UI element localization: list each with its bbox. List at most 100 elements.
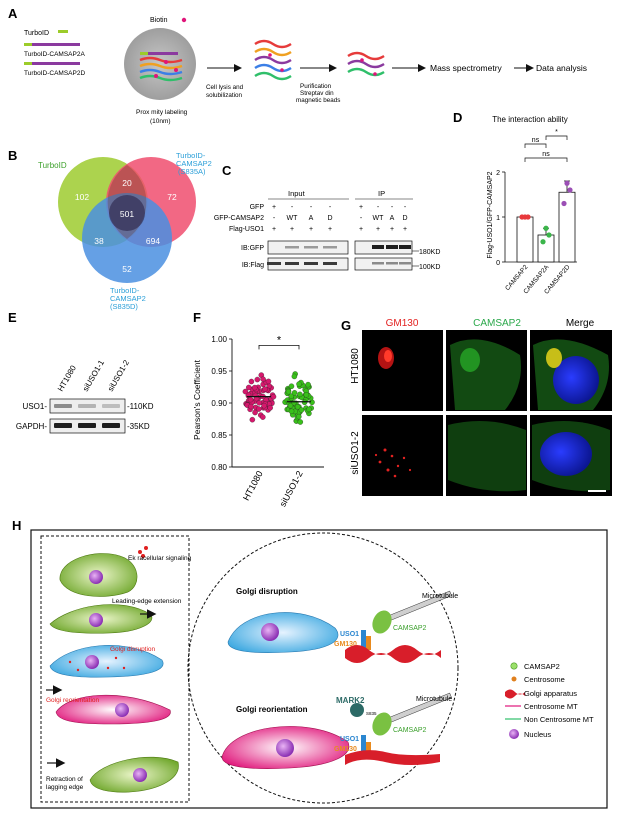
chart-f-point bbox=[298, 407, 305, 413]
puri-label-2: Streptav din bbox=[300, 90, 334, 97]
chart-f-point bbox=[287, 402, 294, 409]
legend-camsap2: CAMSAP2 bbox=[524, 662, 560, 671]
chart-f-point bbox=[253, 395, 260, 402]
row-gapdh: GAPDH- bbox=[16, 422, 47, 431]
chart-d-ylabel: Flag-USO1/GFP-CAMSAP2 bbox=[487, 171, 494, 258]
c2d-bar bbox=[32, 62, 80, 65]
chart-d-sig-bracket bbox=[545, 135, 568, 140]
chart-f-point bbox=[285, 388, 292, 395]
chart-f-xtick-label: siUSO1-2 bbox=[278, 469, 305, 508]
venn-label-s835a-1: TurboID- bbox=[176, 151, 206, 160]
mechanism-top: Microtubule CAMSAP2 USO1 GM130 bbox=[334, 590, 458, 663]
purified-lines bbox=[347, 51, 385, 77]
panel-e: E HT1080 siUSO1-1 siUSO1-2 USO1- GAPDH- … bbox=[8, 310, 154, 434]
prox-label-2: (10nm) bbox=[150, 118, 171, 125]
sign-row2_vals-2: A bbox=[309, 215, 314, 222]
legend-nucleus-icon bbox=[509, 729, 519, 739]
panel-b: B TurboID TurboID- CAMSAP2 (S835A) Turbo… bbox=[8, 148, 212, 311]
chart-d-bar bbox=[516, 216, 534, 263]
ip-header: IP bbox=[378, 189, 385, 198]
chart-d-point bbox=[564, 180, 570, 186]
ib-gfp: IB:GFP bbox=[241, 245, 264, 252]
chart-f-point bbox=[260, 376, 266, 382]
chart-d-ytick-label: 1 bbox=[496, 215, 500, 222]
lane-siuso1-1: siUSO1-1 bbox=[81, 358, 106, 393]
panel-f: F Pearson's Coefficient 0.800.850.900.95… bbox=[192, 310, 324, 508]
chart-f-point bbox=[256, 400, 263, 406]
kd-100: 100KD bbox=[419, 264, 440, 271]
chart-f-point bbox=[254, 376, 261, 383]
chart-f-point bbox=[305, 381, 311, 388]
golgi-reorientation-label: Golgi reorientation bbox=[46, 697, 99, 704]
legend: CAMSAP2 Centrosome Golgi apparatus Centr… bbox=[505, 662, 594, 739]
venn-count-abc: 501 bbox=[120, 209, 134, 219]
band-ip-flag-0 bbox=[372, 262, 384, 265]
golgi-disruption-label: Golgi disruption bbox=[110, 646, 156, 653]
sign-row2_vals-4: - bbox=[360, 215, 363, 222]
chart-d-point bbox=[543, 225, 549, 231]
retraction-label-1: Retraction of bbox=[46, 776, 83, 783]
chart-f-point bbox=[242, 388, 249, 395]
chart-f-point bbox=[297, 391, 303, 398]
venn-count-c: 52 bbox=[122, 264, 132, 274]
chart-d-point bbox=[525, 214, 531, 220]
center-cell-1 bbox=[227, 612, 339, 653]
band-ip-gfp-2 bbox=[399, 245, 411, 249]
sign-row1_vals-4: + bbox=[359, 204, 363, 211]
retraction-label-2: lagging edge bbox=[46, 784, 84, 791]
chart-f-point bbox=[296, 413, 302, 420]
panel-d: D The interaction ability Flag-USO1/GFP-… bbox=[453, 110, 577, 296]
chart-d-sig-label: ns bbox=[542, 151, 550, 158]
kd-180: 180KD bbox=[419, 249, 440, 256]
legend-non-centrosome-mt: Non Centrosome MT bbox=[524, 715, 594, 724]
chart-f-point bbox=[249, 416, 256, 423]
microtubule-label-2: Microtubule bbox=[416, 696, 452, 703]
sign-row2_vals-1: WT bbox=[287, 215, 299, 222]
legend-centrosome-icon bbox=[511, 676, 517, 682]
panel-e-letter: E bbox=[8, 310, 17, 325]
chart-f-point bbox=[255, 406, 262, 412]
sign-row3_vals-1: + bbox=[290, 226, 294, 233]
chart-f-point bbox=[247, 396, 254, 403]
legend-centrosome: Centrosome bbox=[524, 675, 565, 684]
uso1-label-bottom: USO1 bbox=[340, 736, 359, 743]
c2a-label: TurboID-CAMSAP2A bbox=[24, 51, 85, 58]
lysate-lines bbox=[254, 39, 292, 81]
chart-d-point bbox=[540, 239, 546, 245]
band-input-flag-1 bbox=[285, 262, 299, 265]
prox-label-1: Prox mity labeling bbox=[136, 109, 188, 116]
chart-f-ylabel: Pearson's Coefficient bbox=[192, 359, 202, 440]
mark2-label: MARK2 bbox=[336, 696, 365, 705]
biotin-dot bbox=[181, 17, 187, 23]
mass-spec-label: Mass spectrometry bbox=[430, 63, 503, 73]
chart-f-ytick-label: 0.90 bbox=[211, 399, 227, 408]
center-disruption-label: Golgi disruption bbox=[236, 587, 298, 596]
sign-row2_vals-5: WT bbox=[373, 215, 385, 222]
sign-row3_vals-6: + bbox=[390, 226, 394, 233]
legend-centrosome-mt: Centrosome MT bbox=[524, 702, 578, 711]
biotin-label: Biotin bbox=[150, 17, 168, 24]
chart-d-ytick-label: 0 bbox=[496, 260, 500, 267]
chart-f-point bbox=[267, 405, 273, 411]
ext-signal-label: Ek racellular signaling bbox=[128, 555, 192, 562]
chart-f-sig-bracket bbox=[258, 345, 300, 350]
tag-in-circle bbox=[140, 52, 148, 55]
row-flag-uso1: Flag-USO1 bbox=[229, 226, 264, 233]
panel-a-letter: A bbox=[8, 6, 18, 21]
venn-label-turboid: TurboID bbox=[38, 161, 67, 170]
legend-golgi-icon bbox=[505, 689, 525, 699]
chart-d-point bbox=[546, 232, 552, 238]
band-input-gfp-1 bbox=[304, 246, 318, 249]
panel-g-letter: G bbox=[341, 318, 351, 333]
panel-c-letter: C bbox=[222, 163, 232, 178]
venn-circle-s835d bbox=[82, 193, 172, 283]
panel-a: A TurboID TurboID-CAMSAP2A TurboID-CAMSA… bbox=[8, 6, 587, 125]
chart-d-sig-label: * bbox=[555, 129, 558, 136]
ib-flag: IB:Flag bbox=[242, 262, 264, 269]
venn-count-a: 102 bbox=[75, 192, 89, 202]
sign-row1_vals-5: - bbox=[377, 204, 380, 211]
panel-h-letter: H bbox=[12, 518, 21, 533]
row-siuso1-2: siUSO1-2 bbox=[350, 431, 361, 475]
venn-label-s835a-3: (S835A) bbox=[178, 167, 206, 176]
chart-f-point bbox=[260, 414, 266, 420]
